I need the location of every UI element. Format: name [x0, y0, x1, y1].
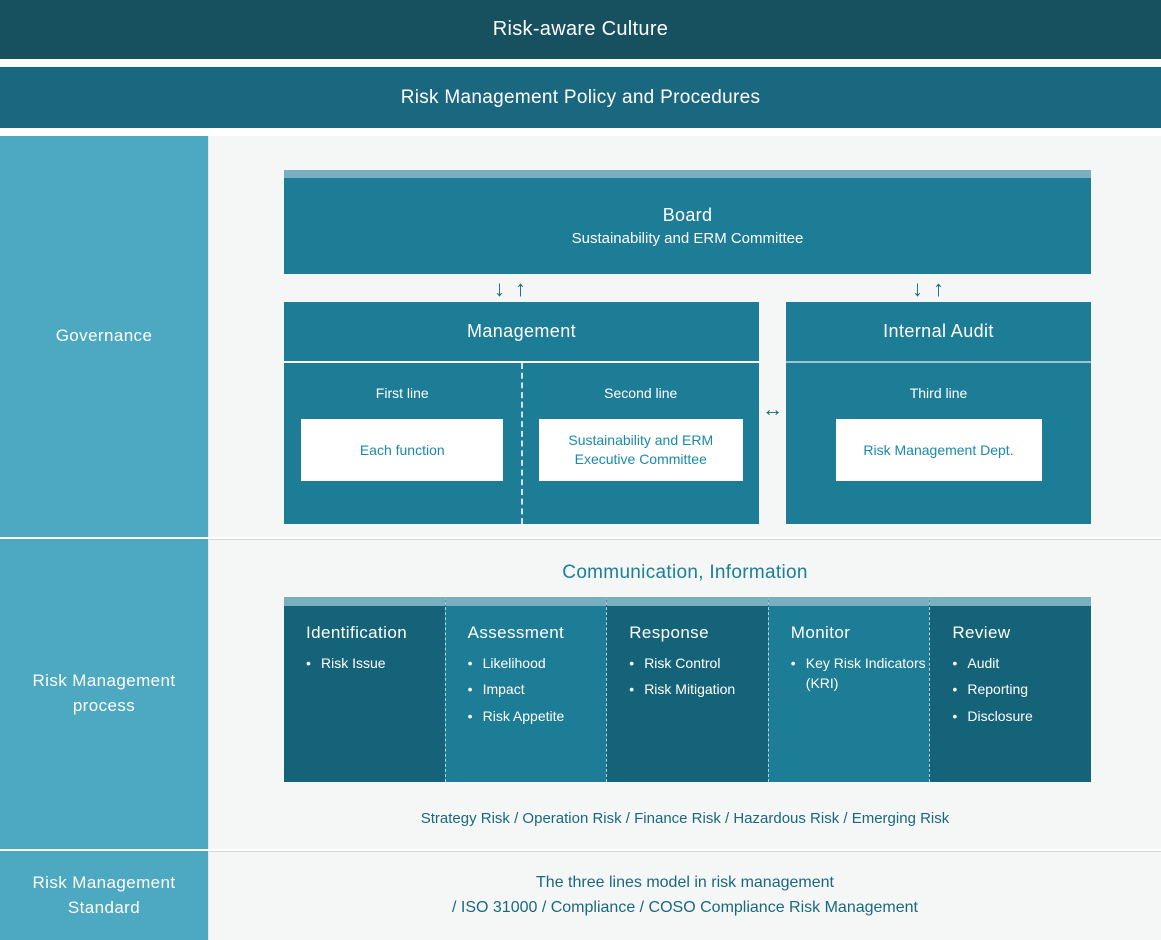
- arrow-up-icon: ↑: [933, 276, 944, 301]
- standard-line-1: The three lines model in risk management: [536, 874, 834, 892]
- arrow-bidirectional-icon: ↔: [762, 398, 783, 421]
- sidebar-label-governance: Governance: [0, 136, 208, 537]
- process-stage-items: LikelihoodImpactRisk Appetite: [468, 653, 607, 726]
- row-risk-management-process: Risk Management process Communication, I…: [0, 537, 1161, 849]
- management-lines: First line Each function Second line Sus…: [284, 363, 759, 524]
- banner-risk-management-policy: Risk Management Policy and Procedures: [0, 67, 1161, 128]
- process-stage-title: Monitor: [790, 623, 851, 642]
- second-line-column: Second line Sustainability and ERM Execu…: [520, 363, 760, 524]
- process-stage-identification: IdentificationRisk Issue: [284, 597, 445, 782]
- process-stage-item: Disclosure: [952, 706, 1091, 727]
- process-stage-items: Risk Issue: [306, 653, 445, 674]
- arrows-board-management: ↓ ↑: [494, 278, 526, 300]
- first-line-label: First line: [375, 385, 429, 401]
- arrow-down-icon: ↓: [912, 276, 923, 301]
- arrow-up-icon: ↑: [515, 276, 526, 301]
- first-line-box: Each function: [301, 419, 504, 481]
- management-box: Management First line Each function Seco…: [284, 302, 759, 524]
- process-stage-item: Audit: [952, 653, 1091, 674]
- banner-policy-label: Risk Management Policy and Procedures: [400, 86, 761, 108]
- third-line-label: Third line: [909, 385, 968, 401]
- process-stage-items: Key Risk Indicators (KRI): [791, 653, 930, 694]
- process-stage-title: Review: [952, 623, 1011, 642]
- standard-content: The three lines model in risk management…: [208, 851, 1161, 940]
- third-line-box: Risk Management Dept.: [835, 419, 1042, 481]
- process-stage-item: Likelihood: [468, 653, 607, 674]
- standard-line-2: / ISO 31000 / Compliance / COSO Complian…: [452, 899, 918, 916]
- arrows-board-internal-audit: ↓ ↑: [912, 278, 944, 300]
- banner-risk-aware-culture: Risk-aware Culture: [0, 0, 1161, 59]
- management-title: Management: [284, 302, 759, 363]
- second-line-box: Sustainability and ERM Executive Committ…: [538, 419, 743, 481]
- sidebar-label-risk-management-standard: Risk Management Standard: [0, 851, 208, 940]
- process-stage-response: ResponseRisk ControlRisk Mitigation: [606, 597, 768, 782]
- board-box: Board Sustainability and ERM Committee: [284, 170, 1091, 274]
- process-content: Communication, Information Identificatio…: [208, 539, 1161, 849]
- standard-side-text: Risk Management Standard: [32, 872, 176, 917]
- process-stage-item: Impact: [468, 679, 607, 700]
- process-stage-monitor: MonitorKey Risk Indicators (KRI): [767, 597, 930, 782]
- process-stage-item: Risk Mitigation: [629, 679, 768, 700]
- board-title: Board: [662, 205, 713, 225]
- process-stage-title: Identification: [306, 623, 408, 642]
- second-line-label: Second line: [604, 385, 678, 401]
- governance-side-text: Governance: [55, 326, 153, 346]
- sidebar-label-risk-management-process: Risk Management process: [0, 539, 208, 849]
- communication-information-title: Communication, Information: [562, 562, 808, 583]
- third-line-column: Third line Risk Management Dept.: [786, 363, 1091, 524]
- arrow-down-icon: ↓: [494, 276, 505, 301]
- internal-audit-box: Internal Audit Third line Risk Managemen…: [786, 302, 1091, 524]
- risk-types-label: Strategy Risk / Operation Risk / Finance…: [420, 810, 950, 827]
- first-line-column: First line Each function: [284, 363, 521, 524]
- standard-text-block: The three lines model in risk management…: [209, 852, 1161, 940]
- banner-culture-label: Risk-aware Culture: [492, 18, 669, 40]
- process-stage-assessment: AssessmentLikelihoodImpactRisk Appetite: [444, 597, 607, 782]
- process-stage-item: Key Risk Indicators (KRI): [791, 653, 930, 694]
- process-stage-title: Response: [629, 623, 709, 642]
- process-stage-item: Risk Appetite: [468, 706, 607, 727]
- process-stage-columns: IdentificationRisk IssueAssessmentLikeli…: [284, 597, 1091, 782]
- process-stage-title: Assessment: [467, 623, 565, 642]
- governance-content: Board Sustainability and ERM Committee ↓…: [208, 136, 1161, 537]
- process-stage-item: Reporting: [952, 679, 1091, 700]
- process-stage-item: Risk Issue: [306, 653, 445, 674]
- row-governance: Governance Board Sustainability and ERM …: [0, 136, 1161, 537]
- board-subtitle: Sustainability and ERM Committee: [571, 230, 804, 247]
- process-stage-items: AuditReportingDisclosure: [952, 653, 1091, 726]
- process-stage-items: Risk ControlRisk Mitigation: [629, 653, 768, 700]
- framework-rows: Governance Board Sustainability and ERM …: [0, 136, 1161, 940]
- internal-audit-title: Internal Audit: [786, 302, 1091, 363]
- process-side-text: Risk Management process: [32, 671, 176, 715]
- process-stage-item: Risk Control: [629, 653, 768, 674]
- row-risk-management-standard: Risk Management Standard The three lines…: [0, 849, 1161, 940]
- internal-audit-lines: Third line Risk Management Dept.: [786, 363, 1091, 524]
- process-stage-review: ReviewAuditReportingDisclosure: [929, 597, 1091, 782]
